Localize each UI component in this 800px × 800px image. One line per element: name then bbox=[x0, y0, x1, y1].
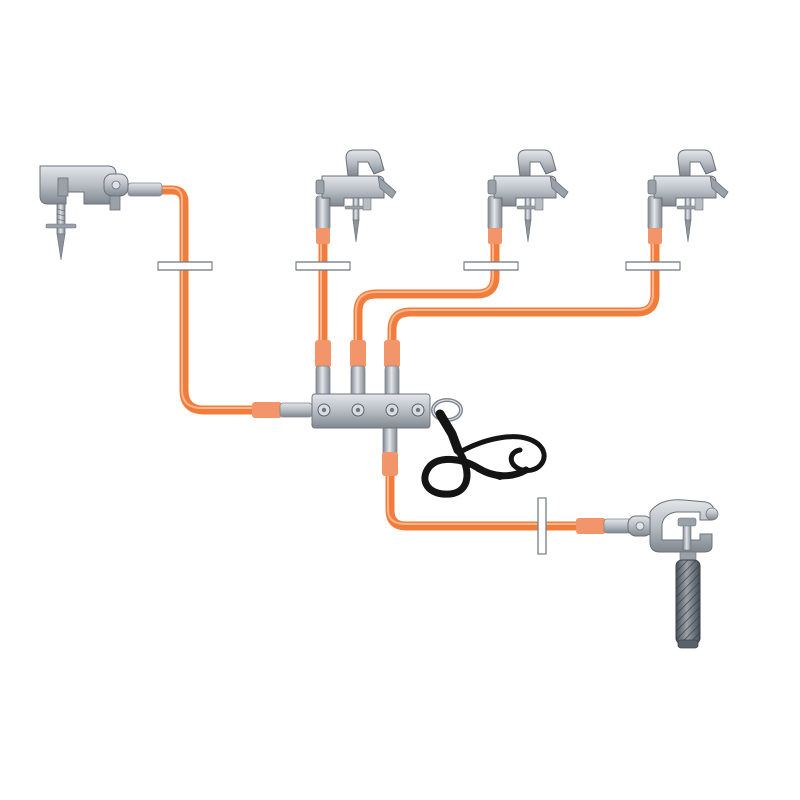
cable-phase-1 bbox=[318, 235, 328, 350]
length-break-marker-icon bbox=[625, 261, 681, 271]
length-break-marker-icon bbox=[463, 261, 519, 271]
length-break-marker-icon bbox=[537, 497, 547, 555]
carry-strap-icon bbox=[421, 409, 547, 498]
cable-ferrules bbox=[127, 182, 663, 534]
hook-clamp-with-spike-icon bbox=[315, 149, 397, 243]
length-break-marker-icon bbox=[157, 261, 213, 271]
cable-ground bbox=[385, 465, 585, 531]
cables bbox=[153, 185, 660, 531]
cable-phase-3 bbox=[387, 235, 660, 350]
c-clamp-with-spike-icon bbox=[39, 165, 129, 261]
length-break-marker-icon bbox=[295, 261, 351, 271]
cable-phase-2 bbox=[353, 235, 500, 350]
ground-clamp-with-knurled-handle-icon bbox=[627, 499, 719, 649]
cluster-bar-icon bbox=[311, 393, 463, 429]
length-break-markers bbox=[157, 261, 681, 555]
cable-top-left bbox=[153, 185, 260, 415]
